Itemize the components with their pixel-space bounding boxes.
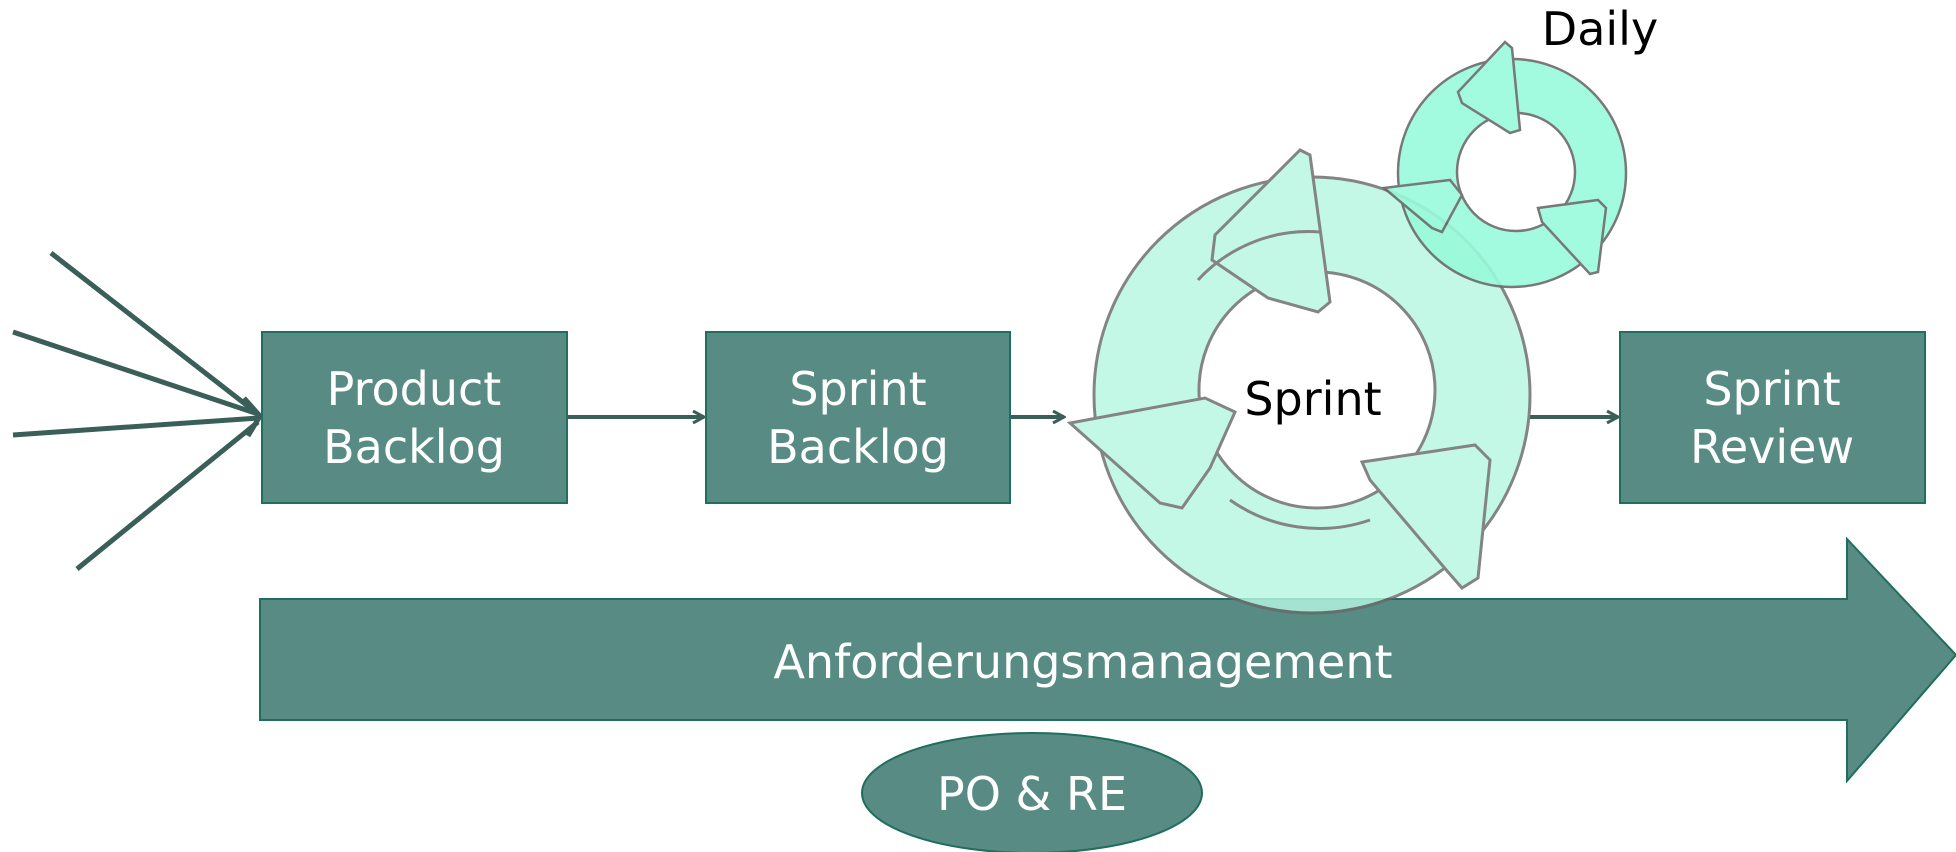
incoming-line-1	[49, 251, 260, 416]
sprint-backlog-label-line2: Backlog	[767, 420, 949, 474]
sprint-review-label-line2: Review	[1690, 420, 1854, 474]
incoming-line-3	[12, 415, 259, 438]
po-re-label: PO & RE	[937, 767, 1127, 821]
product-backlog-box: Product Backlog	[261, 331, 568, 504]
sprint-cycle-icon	[1066, 148, 1532, 615]
sprint-backlog-label-line1: Sprint	[789, 362, 926, 416]
sprint-review-label-line1: Sprint	[1703, 362, 1840, 416]
sprint-cycle-arrowhead-top	[1210, 148, 1332, 314]
product-backlog-label-line1: Product	[327, 362, 502, 416]
incoming-arrowhead	[242, 396, 264, 438]
sprint-cycle-arrowhead-right	[1359, 443, 1492, 590]
requirements-management-band: Anforderungsmanagement	[259, 536, 1956, 784]
sprint-cycle-arrowhead-left	[1066, 396, 1237, 510]
sprint-cycle-label: Sprint	[1244, 372, 1381, 426]
incoming-line-2	[12, 329, 259, 417]
sprint-review-box: Sprint Review	[1619, 331, 1926, 504]
daily-cycle-arrowhead-right	[1536, 198, 1608, 276]
daily-cycle-label: Daily	[1542, 2, 1658, 56]
product-backlog-label-line2: Backlog	[323, 420, 505, 474]
daily-cycle-arrowhead-top	[1456, 40, 1522, 135]
requirements-management-label: Anforderungsmanagement	[773, 635, 1392, 689]
incoming-requirement-lines	[12, 251, 264, 571]
po-re-role-badge: PO & RE	[861, 732, 1203, 852]
incoming-line-4	[75, 420, 260, 571]
daily-cycle-arrowhead-left	[1380, 178, 1464, 234]
daily-cycle-icon	[1380, 40, 1628, 289]
sprint-backlog-box: Sprint Backlog	[705, 331, 1011, 504]
